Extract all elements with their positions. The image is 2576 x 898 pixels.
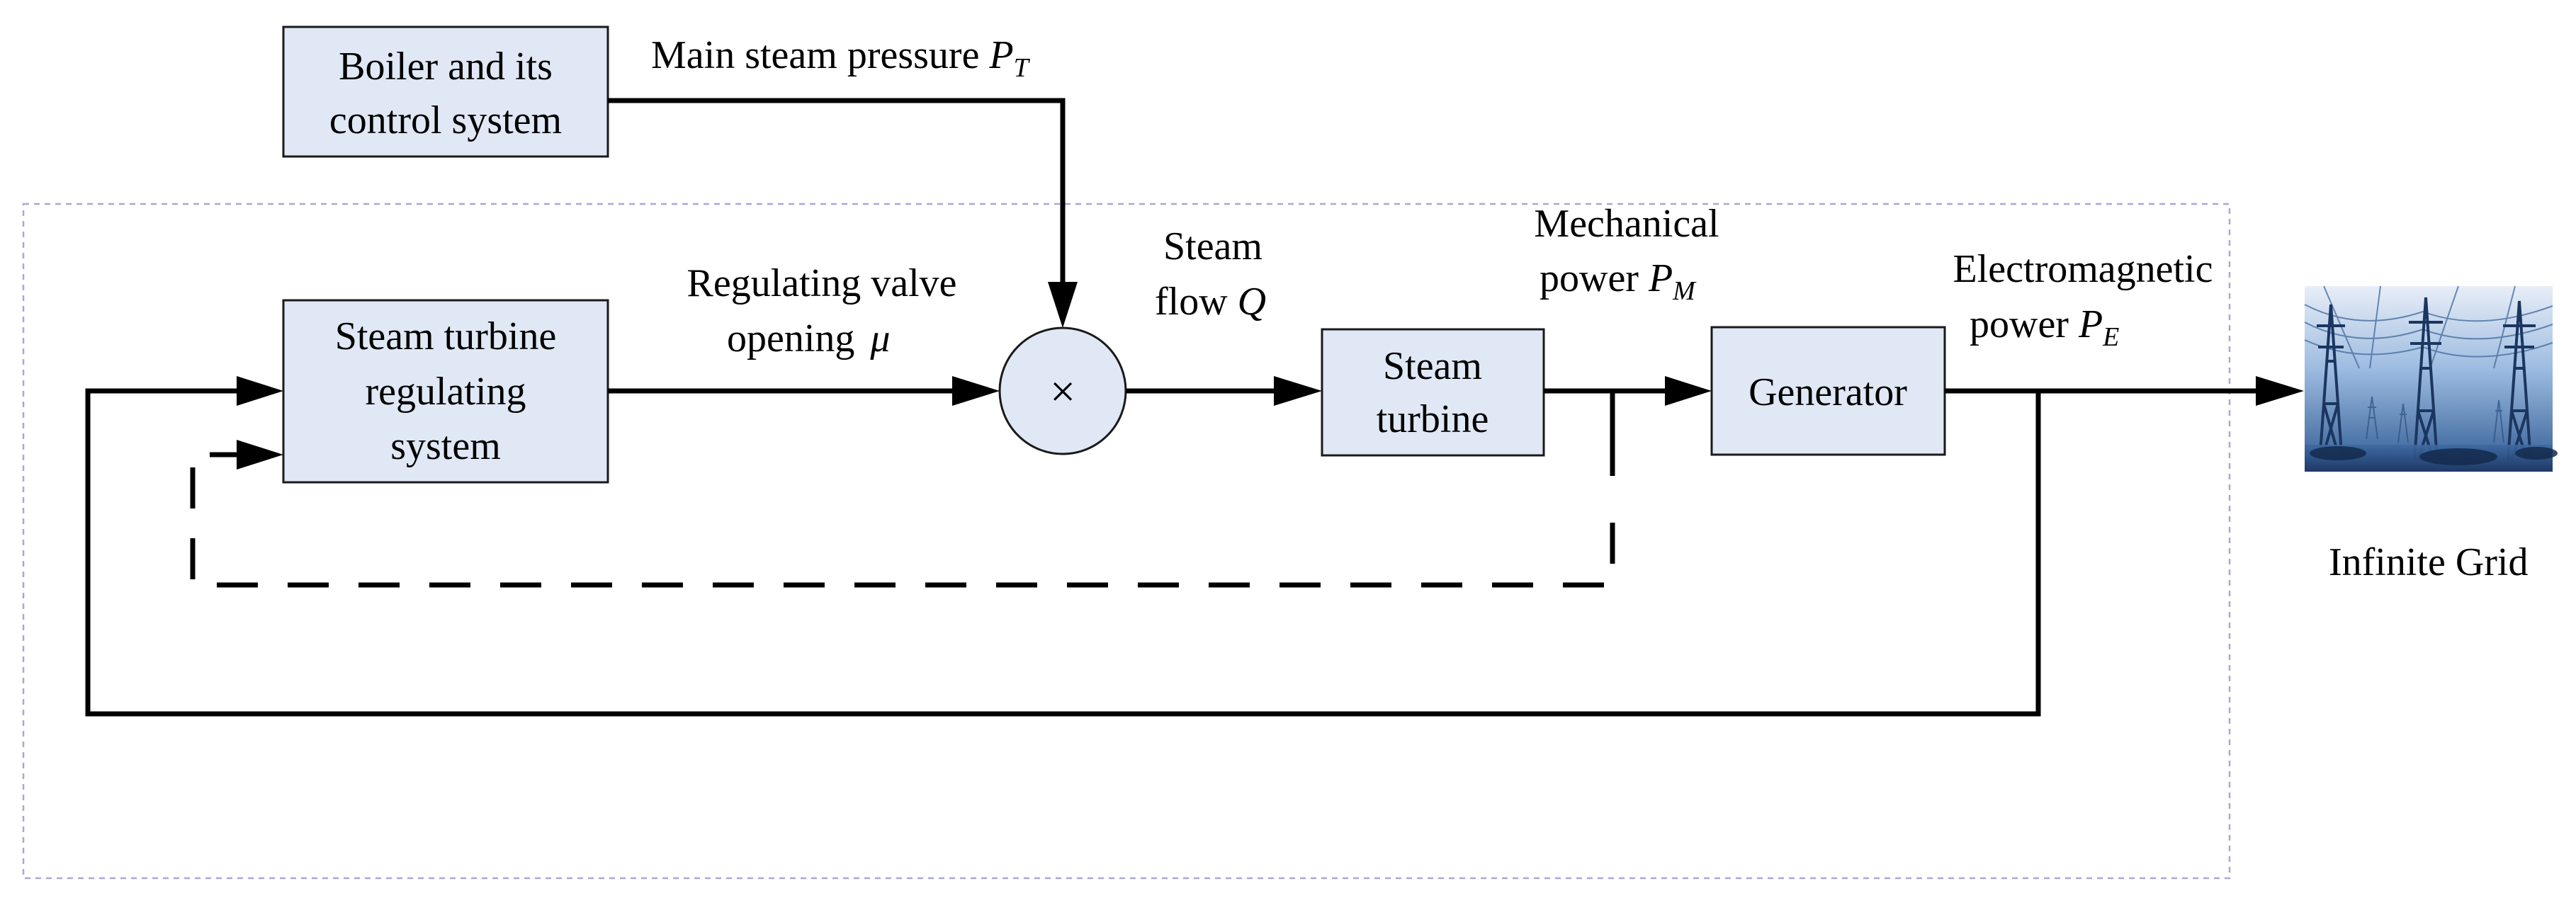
- arrow-into-generator: [1665, 376, 1712, 406]
- turbine-label-line2: turbine: [1377, 397, 1489, 441]
- generator-block: Generator: [1710, 326, 1946, 456]
- boiler-block: Boiler and its control system: [282, 25, 609, 158]
- turbine-label-line1: Steam: [1383, 344, 1482, 388]
- regulating-label-line1: Steam turbine: [335, 314, 557, 358]
- arrow-into-grid: [2256, 376, 2304, 406]
- mechanical-power-label-line1: Mechanical: [1534, 202, 1719, 246]
- arrow-into-turbine: [1274, 376, 1322, 406]
- steam-turbine-block: Steam turbine: [1321, 328, 1545, 457]
- infinite-grid-label: Infinite Grid: [2329, 540, 2528, 584]
- pressure-line: [608, 98, 1066, 283]
- multiply-icon: ×: [1050, 366, 1075, 416]
- generator-label: Generator: [1749, 370, 1907, 414]
- boiler-label-line2: control system: [329, 98, 562, 142]
- mechanical-power-label-line2: power PM: [1540, 256, 1697, 306]
- multiplier-junction: ×: [998, 326, 1127, 455]
- main-steam-pressure-label: Main steam pressure PT: [651, 33, 1031, 83]
- system-boundary-frame: [22, 203, 2231, 880]
- regulating-label-line3: system: [390, 424, 501, 468]
- power-tower-icon: [2304, 285, 2558, 472]
- regulating-system-block: Steam turbine regulating system: [282, 299, 609, 484]
- regulating-label-line2: regulating: [365, 370, 526, 414]
- arrow-into-multiplier-left: [952, 376, 1000, 406]
- electromagnetic-power-label-line1: Electromagnetic: [1953, 247, 2213, 291]
- steam-flow-label-line2: flow Q: [1155, 280, 1266, 324]
- arrow-feedback-solid: [237, 376, 283, 406]
- arrow-into-multiplier-top: [1048, 282, 1078, 328]
- boiler-label-line1: Boiler and its: [339, 45, 553, 89]
- valve-opening-label-line1: Regulating valve: [687, 261, 956, 305]
- arrow-feedback-dashed: [237, 440, 283, 470]
- steam-flow-label-line1: Steam: [1163, 224, 1262, 268]
- electromagnetic-power-label-line2: power PE: [1970, 302, 2119, 352]
- electromagnetic-feedback-line: [85, 388, 2041, 717]
